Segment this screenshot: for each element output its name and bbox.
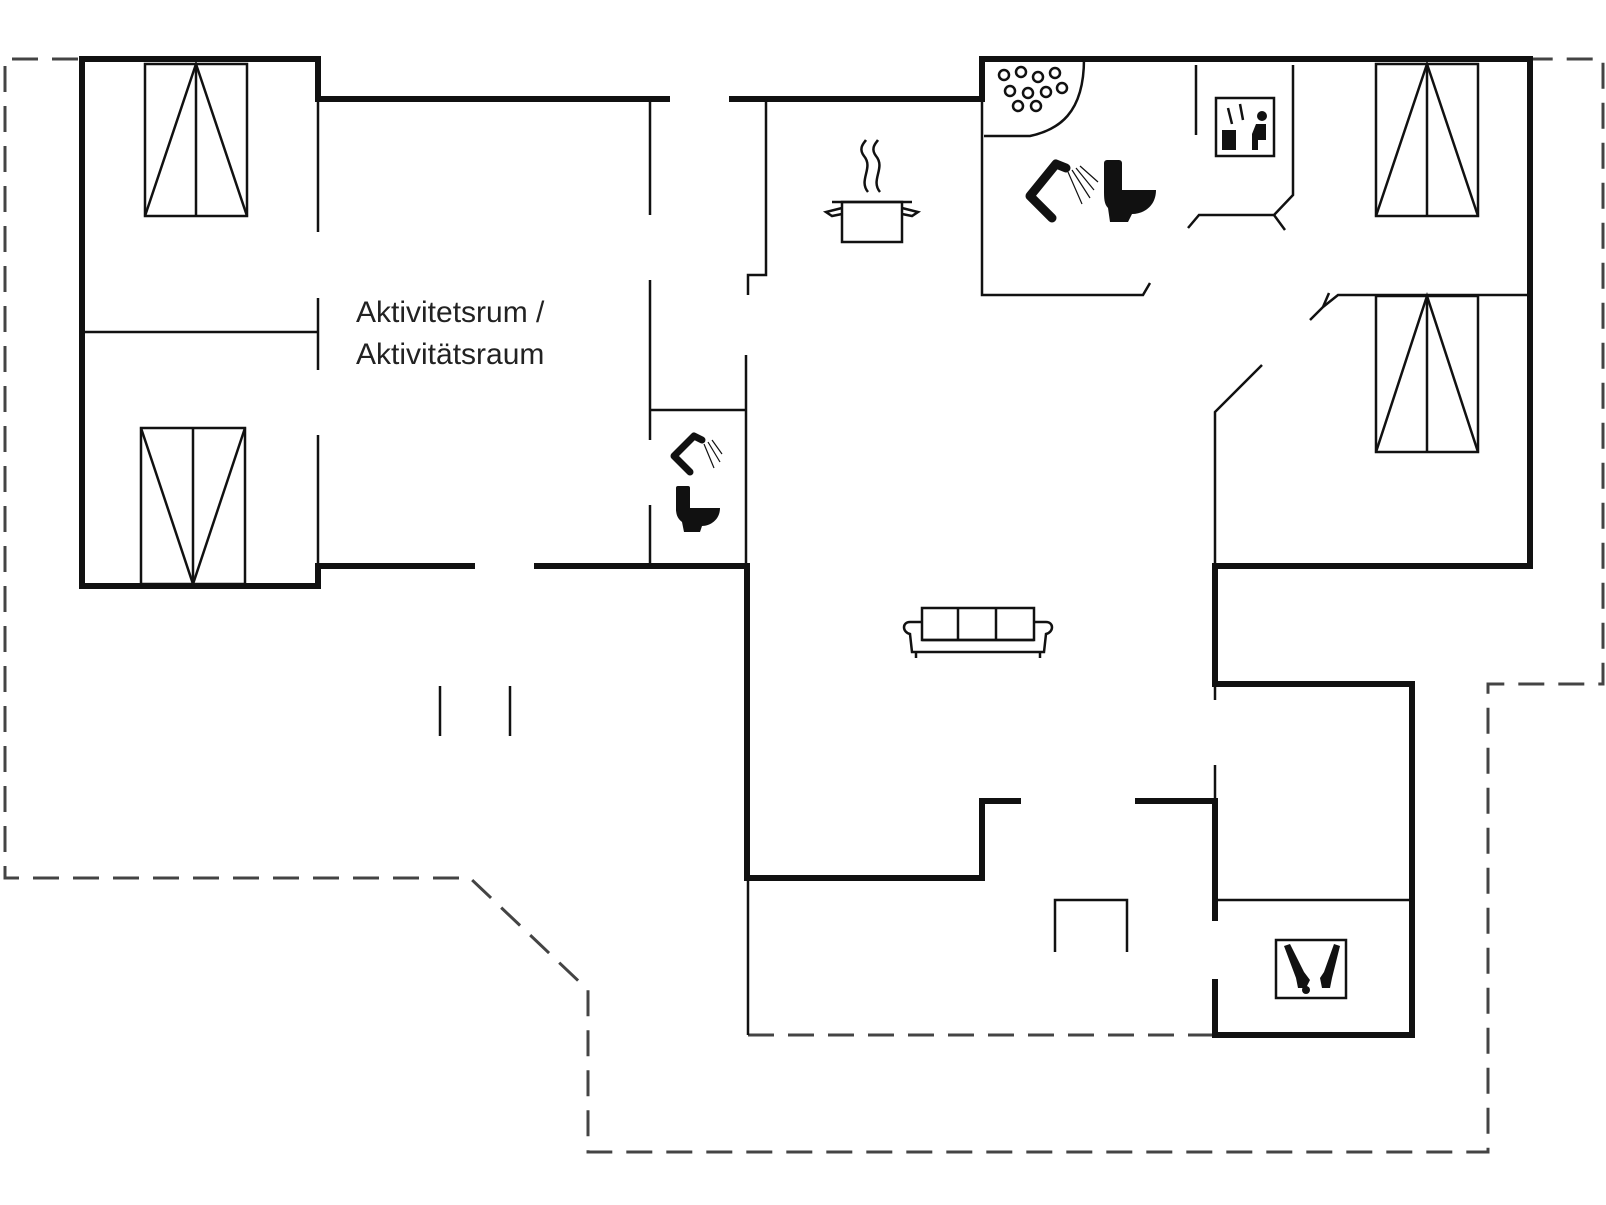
room-label-line-2: Aktivitätsraum (356, 338, 545, 371)
activity-room-label: Aktivitetsrum / Aktivitätsraum (356, 292, 544, 376)
shower-icon (1025, 159, 1099, 223)
bed-icon (1374, 60, 1480, 218)
toilet-icon (676, 486, 720, 532)
cooking-pot-icon (822, 139, 922, 244)
washing-machine-icon (1274, 938, 1348, 1000)
sofa-icon (902, 606, 1054, 658)
shower-icon (670, 432, 723, 476)
room-label-line-1: Aktivitetsrum / (356, 296, 545, 329)
bed-icon (1374, 291, 1480, 454)
interior-walls (82, 65, 1530, 1035)
terrace-outline (3, 57, 1605, 1154)
whirlpool-icon (984, 58, 1086, 138)
exterior-walls (79, 56, 1533, 1038)
toilet-icon (1104, 160, 1156, 222)
bed-icon (139, 426, 247, 588)
bed-icon (143, 60, 249, 218)
sauna-icon (1214, 96, 1276, 158)
